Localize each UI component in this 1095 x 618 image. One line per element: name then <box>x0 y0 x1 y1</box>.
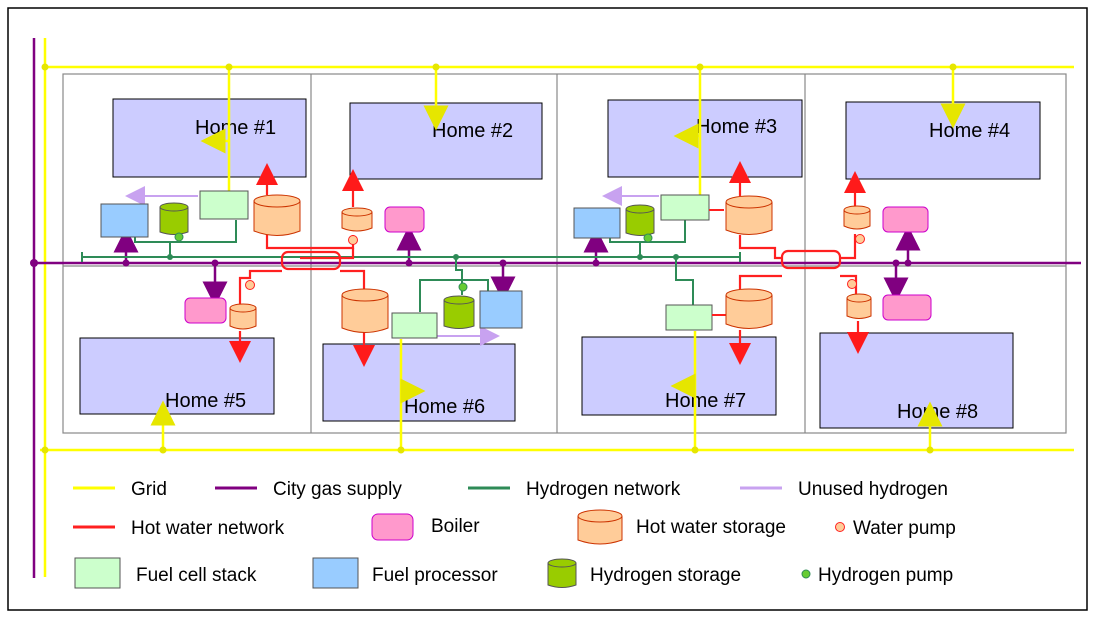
hot-water-storage <box>725 288 773 302</box>
home-7-label: Home #7 <box>665 390 746 412</box>
block-2-equipment <box>573 194 929 244</box>
hydrogen-network-lines <box>81 219 741 312</box>
legend-city-gas-label: City gas supply <box>273 479 402 500</box>
grid-lines <box>40 38 1074 577</box>
fuel-cell-stack <box>391 312 438 339</box>
legend-fuel-cell-stack-swatch <box>74 557 121 589</box>
lower-blocks-equipment <box>184 279 932 339</box>
fuel-cell-stack <box>665 304 713 331</box>
hot-water-storage <box>341 288 389 302</box>
home-6-label: Home #6 <box>404 396 485 418</box>
legend-hydrogen-storage-label: Hydrogen storage <box>590 565 741 586</box>
legend-grid-label: Grid <box>131 479 167 500</box>
legend-hot-water-network-label: Hot water network <box>131 518 285 539</box>
hot-water-storage <box>846 293 872 303</box>
legend-boiler-label: Boiler <box>431 516 480 537</box>
block-1-equipment <box>100 190 425 245</box>
fuel-processor <box>100 203 149 238</box>
legend-hydrogen-pump-swatch <box>801 569 811 579</box>
legend-water-pump-label: Water pump <box>853 518 956 539</box>
hot-water-storage <box>229 303 257 313</box>
hydrogen-storage <box>625 204 655 214</box>
home-8-label: Home #8 <box>897 401 978 423</box>
hydrogen-junctions <box>167 254 679 260</box>
unused-hydrogen-lines <box>125 186 659 346</box>
hydrogen-storage <box>443 295 475 305</box>
home-5-label: Home #5 <box>165 390 246 412</box>
hydrogen-pump <box>643 233 653 243</box>
fuel-processor <box>479 290 523 329</box>
water-pump <box>348 235 358 245</box>
hot-water-storage <box>253 194 301 208</box>
legend-hydrogen-pump-label: Hydrogen pump <box>818 565 953 586</box>
legend-fuel-processor-swatch <box>312 557 359 589</box>
legend-hydrogen-network-label: Hydrogen network <box>526 479 681 500</box>
boiler <box>882 294 932 321</box>
home-3-label: Home #3 <box>696 116 777 138</box>
legend-fuel-cell-stack-label: Fuel cell stack <box>136 565 257 586</box>
legend-hydrogen-storage-swatch <box>547 563 577 588</box>
boiler <box>882 206 929 233</box>
city-gas-junctions <box>30 259 912 267</box>
legend-fuel-processor-label: Fuel processor <box>372 565 498 586</box>
legend: Grid City gas supply Hydrogen network Un… <box>73 479 956 589</box>
hydrogen-pump <box>458 282 468 292</box>
boiler <box>384 206 425 233</box>
legend-hot-water-storage-label: Hot water storage <box>636 517 786 538</box>
legend-water-pump-swatch <box>835 522 845 532</box>
block-grid <box>62 73 1067 434</box>
water-pump <box>245 280 255 290</box>
legend-unused-hydrogen-label: Unused hydrogen <box>798 479 948 500</box>
hydrogen-pump <box>174 232 184 242</box>
hot-water-storage <box>843 205 871 215</box>
legend-boiler-swatch <box>371 513 414 541</box>
hot-water-storage <box>341 207 373 217</box>
home-3 <box>607 99 803 178</box>
boiler <box>184 297 227 324</box>
home-2-label: Home #2 <box>432 120 513 142</box>
grid-junctions <box>41 63 957 454</box>
home-1-label: Home #1 <box>195 117 276 139</box>
fuel-cell-stack <box>660 194 710 221</box>
fuel-cell-stack <box>199 190 249 220</box>
water-pump <box>847 279 857 289</box>
water-pump <box>855 234 865 244</box>
fuel-processor <box>573 207 621 239</box>
hot-water-storage <box>725 195 773 209</box>
hot-water-lines <box>229 161 869 367</box>
home-4-label: Home #4 <box>929 120 1010 142</box>
hydrogen-storage <box>159 202 189 212</box>
legend-hot-water-storage-swatch <box>577 516 623 545</box>
